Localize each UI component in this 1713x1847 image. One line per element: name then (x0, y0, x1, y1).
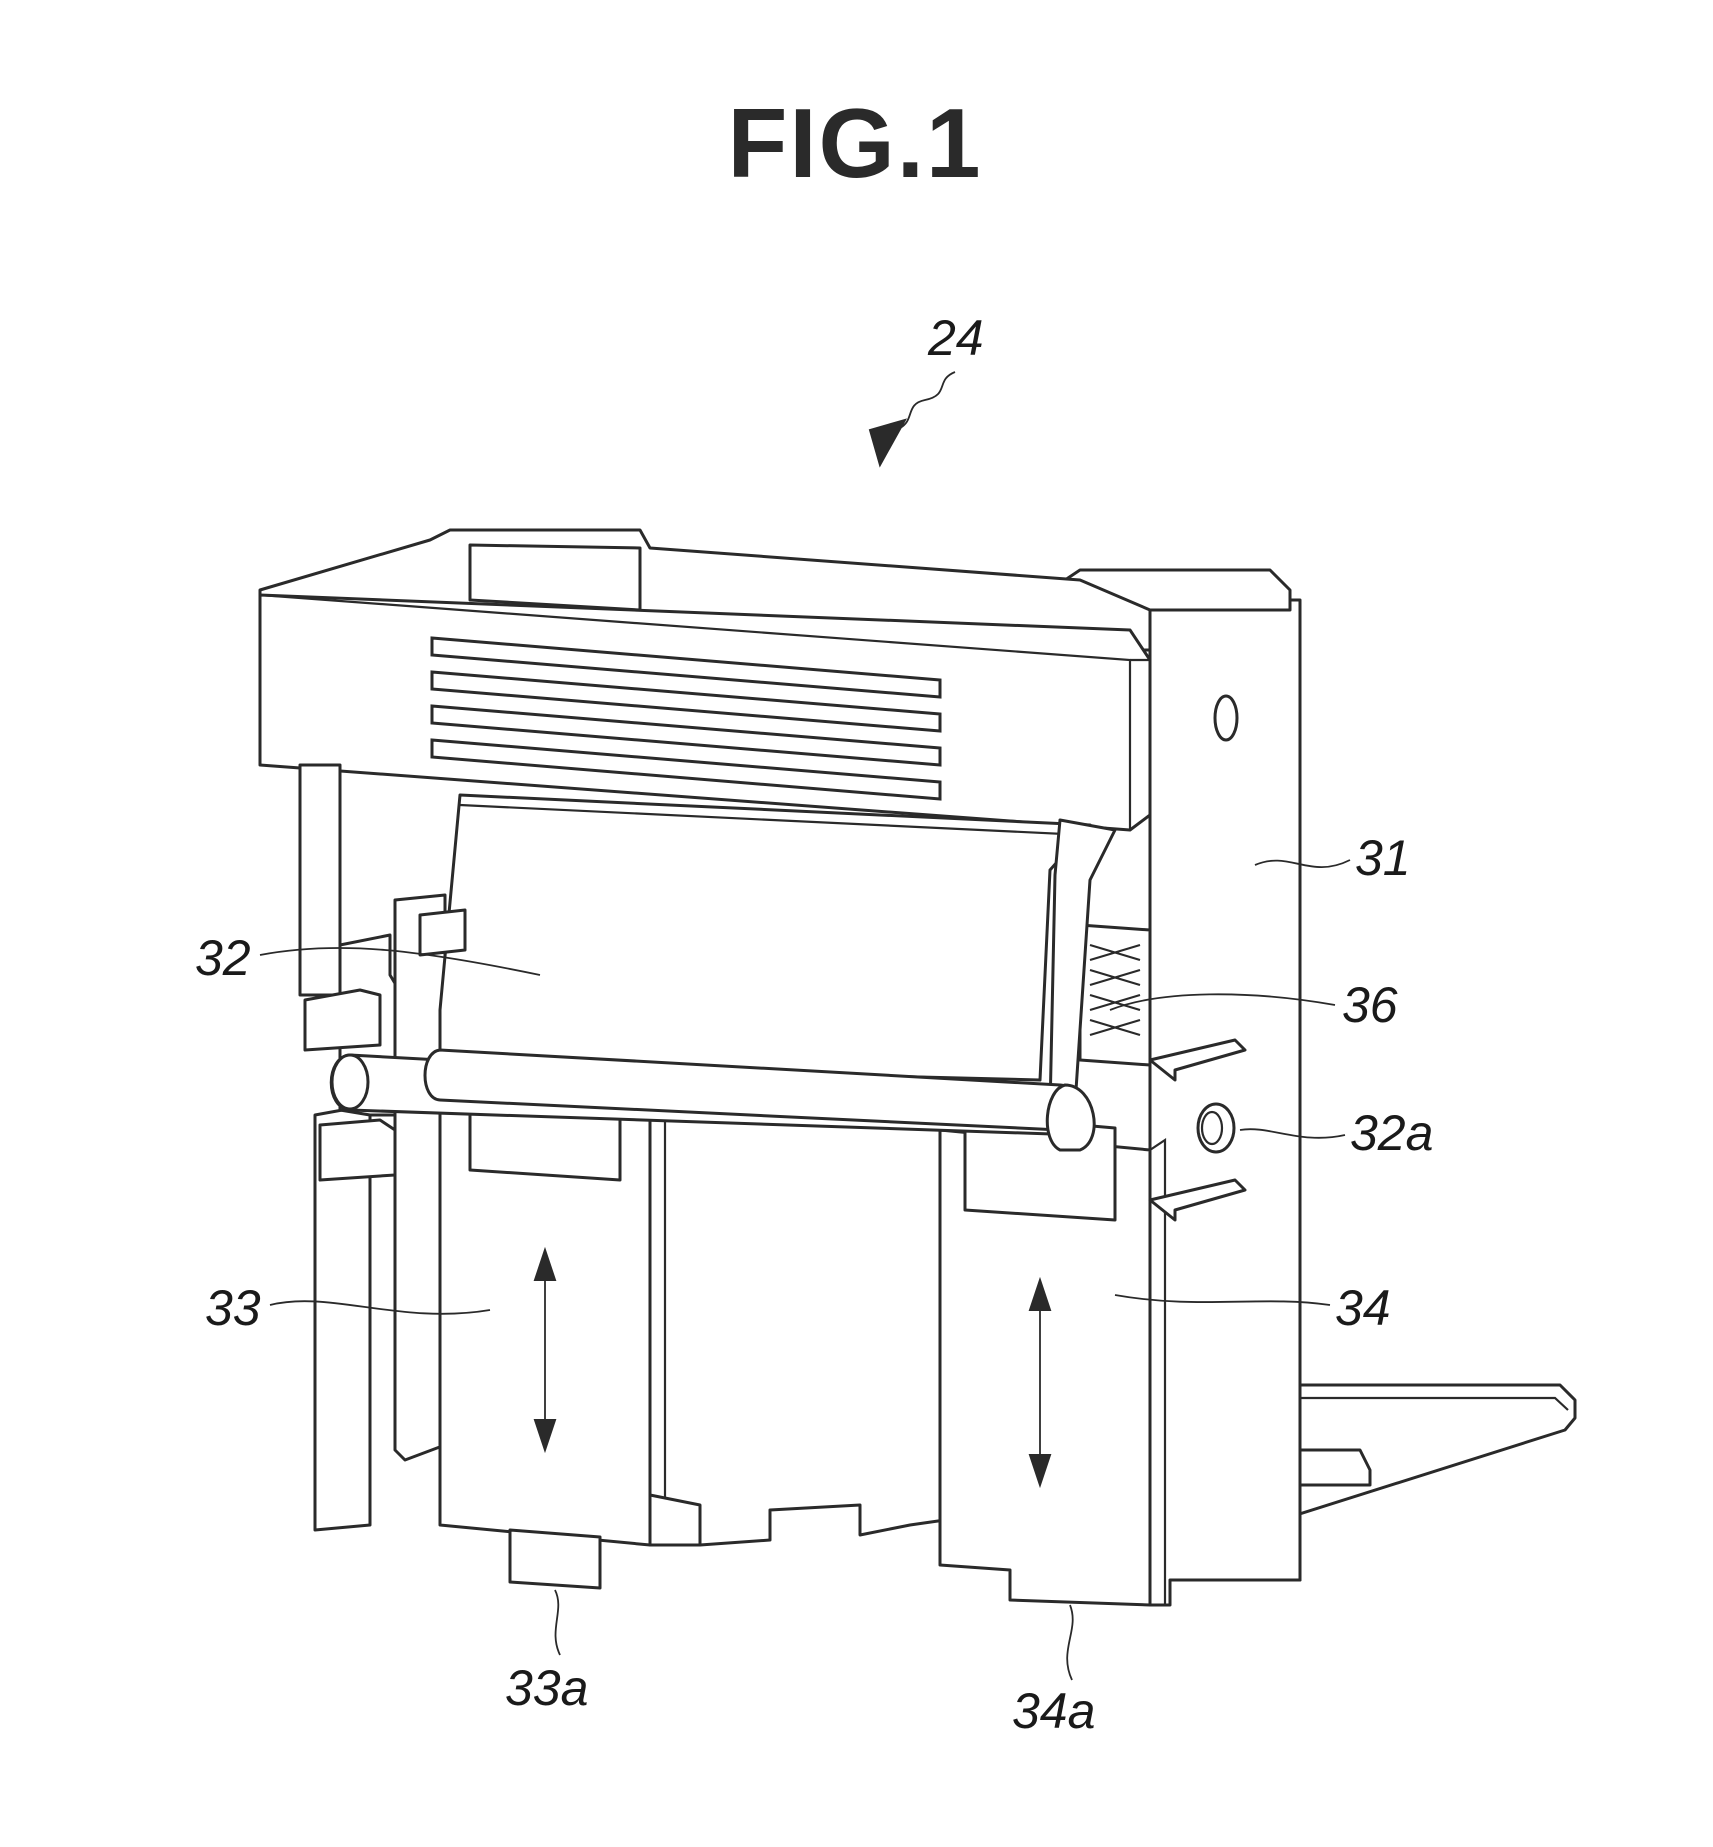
frame-hole (1215, 696, 1237, 740)
label-32: 32 (195, 930, 251, 986)
frame-left-upper-post (300, 765, 340, 995)
frame-right-panel (1150, 600, 1300, 1605)
label-36: 36 (1342, 977, 1398, 1033)
cover-rod-end-left (332, 1055, 368, 1109)
leader-34a (1067, 1605, 1073, 1680)
frame-left-side-plate (395, 895, 445, 1460)
frame-left-tab-lower (320, 1120, 395, 1180)
label-34: 34 (1335, 1280, 1391, 1336)
frame-left-tab-upper (305, 990, 380, 1050)
cover-32 (440, 795, 1090, 1080)
label-31: 31 (1355, 830, 1411, 886)
center-lower-plate (650, 1075, 945, 1545)
leader-33a (555, 1590, 560, 1655)
label-33: 33 (205, 1280, 261, 1336)
label-24: 24 (927, 310, 984, 366)
left-slider-tab-33a (510, 1530, 600, 1588)
spring-36 (1080, 925, 1150, 1065)
label-33a: 33a (505, 1660, 588, 1716)
arrowhead-24 (870, 420, 905, 465)
left-slider-foot (650, 1495, 700, 1545)
cover-left-lug (420, 910, 465, 955)
leader-24 (900, 372, 955, 428)
top-beam-inner-block (470, 545, 640, 610)
label-32a: 32a (1350, 1105, 1433, 1161)
label-34a: 34a (1012, 1683, 1095, 1739)
figure-title: FIG.1 (727, 88, 982, 198)
cover-shaft-32a (1198, 1104, 1234, 1152)
cover-rod-collar (1047, 1085, 1094, 1150)
